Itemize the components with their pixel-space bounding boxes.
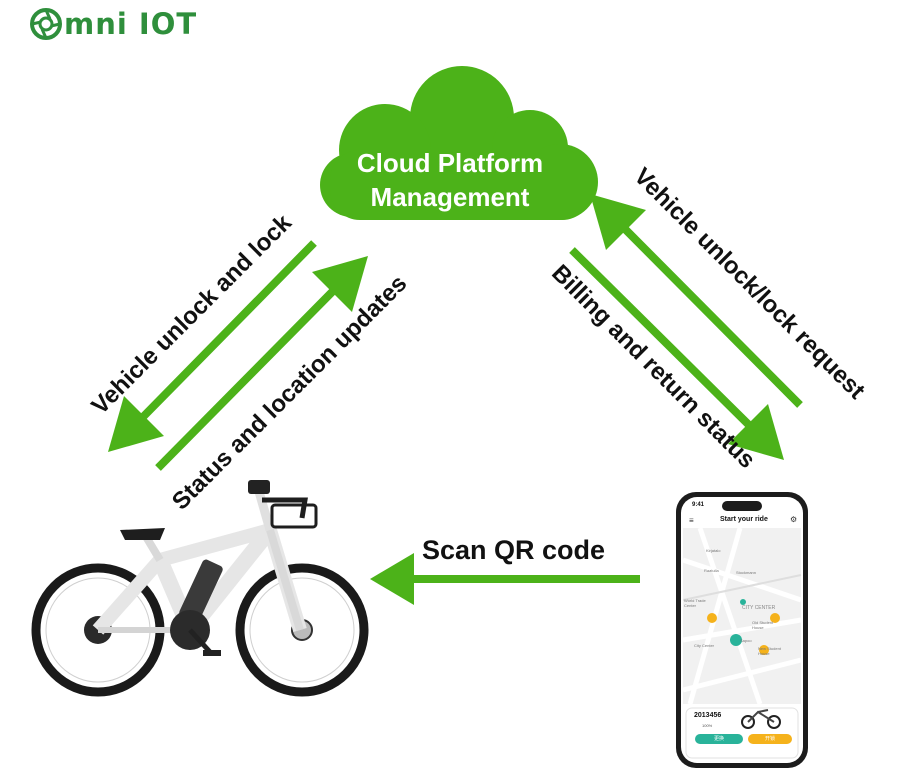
logo-text: mni IOT: [64, 7, 198, 41]
map-label: Raatulla: [704, 568, 719, 573]
phone-time: 9:41: [692, 502, 705, 508]
arrow-phone-to-cloud: [590, 194, 803, 408]
map-label: Old Student House: [752, 620, 774, 630]
arrow-phone-to-bike: [370, 553, 640, 605]
map-label: CITY CENTER: [742, 605, 776, 611]
bicycle-illustration: [31, 480, 369, 697]
brand-logo: mni IOT: [30, 4, 197, 44]
map-label: Sapoo: [740, 638, 752, 643]
phone-gear-icon: ⚙: [790, 515, 798, 524]
map-label: World Trade Center: [684, 598, 706, 608]
bike-id: 2013456: [694, 712, 722, 719]
map-label: Kirjatalo: [706, 548, 721, 553]
cloud-label-line2: Management: [370, 182, 530, 212]
arrow-bike-to-cloud: [155, 256, 368, 471]
phone-title: Start your ride: [720, 516, 768, 523]
label-scan-qr: Scan QR code: [422, 535, 606, 565]
phone-menu-icon: ≡: [689, 516, 694, 525]
cloud-label: Cloud Platform Management: [318, 146, 582, 214]
map-label: Stockmann: [736, 570, 757, 575]
unlock-button[interactable]: 开锁: [764, 736, 775, 742]
cloud-label-line1: Cloud Platform: [356, 148, 544, 178]
aperture-icon: [30, 8, 62, 40]
map-label: New Student House: [758, 646, 781, 656]
cloud-shape: [320, 66, 598, 220]
battery-level: 100%: [702, 723, 713, 728]
swap-button[interactable]: 更换: [713, 736, 724, 742]
arrow-cloud-to-phone: [569, 247, 784, 460]
smartphone: [676, 492, 808, 768]
arrow-cloud-to-bike: [108, 240, 317, 452]
map-label: City Center: [694, 643, 715, 648]
